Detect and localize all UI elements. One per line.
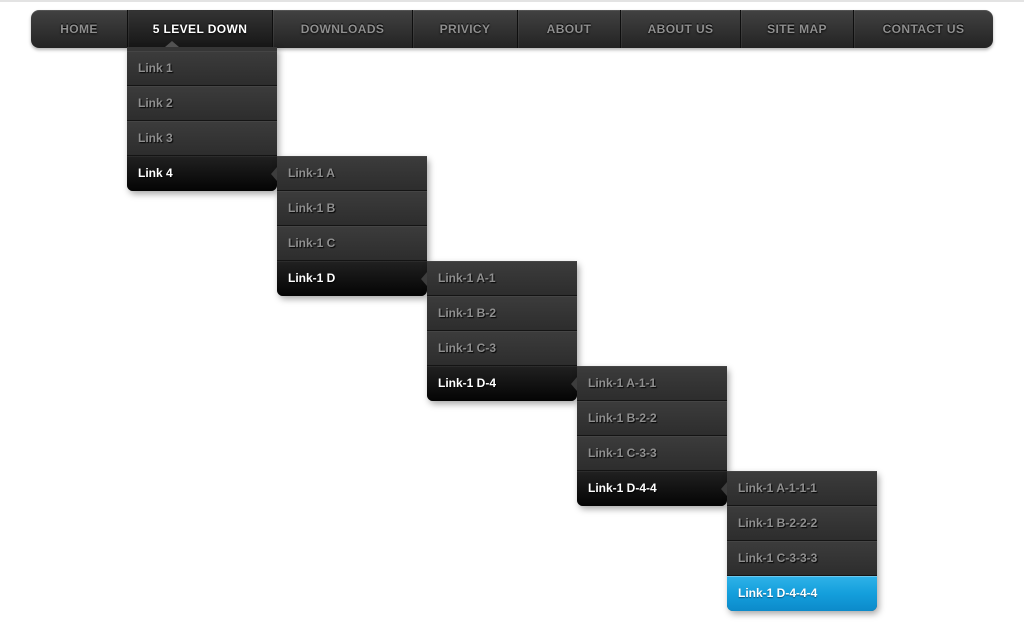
menu-item-link-1-d-4[interactable]: Link-1 D-4: [427, 366, 577, 401]
menu-item-link-1-d[interactable]: Link-1 D: [277, 261, 427, 296]
menu-item-link-1-c-3-3-3[interactable]: Link-1 C-3-3-3: [727, 541, 877, 576]
nav-item-privicy[interactable]: PRIVICY: [412, 10, 517, 48]
menu-item-link-1-a-1-1-1[interactable]: Link-1 A-1-1-1: [727, 471, 877, 506]
caret-left-icon: [421, 272, 427, 286]
menu-item-link-1-c-3-3[interactable]: Link-1 C-3-3: [577, 436, 727, 471]
menu-item-link-1-b-2-2-2[interactable]: Link-1 B-2-2-2: [727, 506, 877, 541]
nav-item-5-level-down[interactable]: 5 LEVEL DOWN: [127, 10, 272, 48]
caret-up-icon: [165, 41, 179, 47]
menu-item-link-1-c-3[interactable]: Link-1 C-3: [427, 331, 577, 366]
menu-item-link-1[interactable]: Link 1: [127, 51, 277, 86]
menu-item-link-1-d-4-4-4[interactable]: Link-1 D-4-4-4: [727, 576, 877, 611]
caret-left-icon: [271, 167, 277, 181]
nav-item-downloads[interactable]: DOWNLOADS: [272, 10, 412, 48]
menu-item-link-2[interactable]: Link 2: [127, 86, 277, 121]
menu-item-link-1-b[interactable]: Link-1 B: [277, 191, 427, 226]
nav-item-home[interactable]: HOME: [60, 22, 98, 36]
menu-item-link-1-a-1[interactable]: Link-1 A-1: [427, 261, 577, 296]
menu-item-link-3[interactable]: Link 3: [127, 121, 277, 156]
nav-item-about[interactable]: ABOUT: [517, 10, 620, 48]
top-border: [0, 0, 1024, 2]
menu-item-link-1-d-4-4[interactable]: Link-1 D-4-4: [577, 471, 727, 506]
dropdown-level-1: Link 1 Link 2 Link 3 Link 4: [127, 41, 277, 191]
nav-item-about-us[interactable]: ABOUT US: [620, 10, 740, 48]
caret-left-icon: [571, 377, 577, 391]
dropdown-level-4: Link-1 A-1-1 Link-1 B-2-2 Link-1 C-3-3 L…: [571, 366, 727, 506]
caret-left-icon: [721, 482, 727, 496]
menu-item-link-4[interactable]: Link 4: [127, 156, 277, 191]
nav-item-contact-us[interactable]: CONTACT US: [853, 10, 993, 48]
menu-item-link-1-c[interactable]: Link-1 C: [277, 226, 427, 261]
menu-item-link-1-a-1-1[interactable]: Link-1 A-1-1: [577, 366, 727, 401]
menu-item-link-1-b-2[interactable]: Link-1 B-2: [427, 296, 577, 331]
nav-item-site-map[interactable]: SITE MAP: [740, 10, 853, 48]
main-navbar: HOME 5 LEVEL DOWN DOWNLOADS PRIVICY ABOU…: [31, 10, 993, 48]
dropdown-level-3: Link-1 A-1 Link-1 B-2 Link-1 C-3 Link-1 …: [421, 261, 577, 401]
dropdown-level-2: Link-1 A Link-1 B Link-1 C Link-1 D: [271, 156, 427, 296]
menu-item-link-1-a[interactable]: Link-1 A: [277, 156, 427, 191]
menu-item-link-1-b-2-2[interactable]: Link-1 B-2-2: [577, 401, 727, 436]
dropdown-level-5: Link-1 A-1-1-1 Link-1 B-2-2-2 Link-1 C-3…: [721, 471, 877, 611]
